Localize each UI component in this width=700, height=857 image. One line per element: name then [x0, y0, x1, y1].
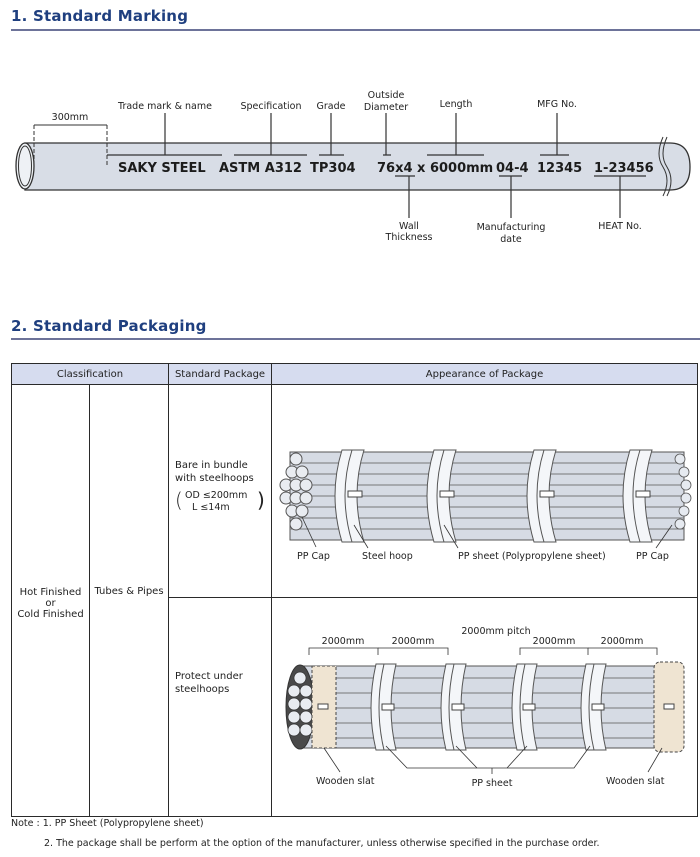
packaging-table: Classification Standard Package Appearan… — [10, 363, 698, 817]
header-appearance: Appearance of Package — [271, 363, 698, 385]
header-classification: Classification — [10, 363, 170, 385]
wooden-slat-right — [653, 661, 685, 753]
callout-wooden-slat-left: Wooden slat — [316, 776, 375, 787]
spacing-label: 2000mm — [601, 636, 644, 647]
spacing-label: 2000mm — [322, 636, 365, 647]
steel-hoops — [334, 449, 653, 543]
table-row: Protect under steelhoops 2000mm pitch 20… — [12, 597, 698, 817]
label-length: Length — [440, 99, 473, 110]
marking-date: 04-4 — [496, 161, 529, 176]
label-outside-diameter-1: Outside — [368, 90, 405, 101]
cell-appearance-protect: 2000mm pitch 2000mm 2000mm 2000mm 2000mm — [271, 597, 698, 817]
label-wall-2: Thickness — [385, 232, 433, 243]
steel-hoops — [370, 663, 607, 751]
section-title-standard-packaging: 2. Standard Packaging — [11, 317, 207, 335]
marking-mfg-no: 12345 — [537, 161, 582, 176]
callout-pp-cap-left: PP Cap — [297, 551, 330, 562]
tube-bundle — [297, 665, 675, 749]
note-line-2: 2. The package shall be perform at the o… — [44, 838, 600, 849]
label-mfg-no: MFG No. — [537, 99, 577, 110]
label-trademark: Trade mark & name — [117, 101, 212, 112]
callout-pp-sheet: PP sheet (Polypropylene sheet) — [458, 551, 606, 562]
cell-package-protect: Protect under steelhoops — [168, 597, 273, 817]
cell-appearance-bare-bundle: PP Cap Steel hoop PP sheet (Polypropylen… — [271, 384, 698, 598]
marking-trademark: SAKY STEEL — [118, 161, 206, 176]
callout-pp-sheet: PP sheet — [472, 778, 513, 789]
note-line-1: Note : 1. PP Sheet (Polypropylene sheet) — [11, 818, 204, 829]
pipe-end — [15, 142, 35, 190]
break-mark — [658, 136, 668, 197]
section-divider — [11, 29, 700, 31]
marking-diagram: 300mm Trade mark & name Specification Gr… — [15, 90, 691, 245]
pitch-label: 2000mm pitch — [461, 626, 530, 637]
callout-wooden-slat-right: Wooden slat — [606, 776, 665, 787]
label-outside-diameter-2: Diameter — [364, 102, 408, 113]
callout-steel-hoop: Steel hoop — [362, 551, 413, 562]
bundle-illustration: PP Cap Steel hoop PP sheet (Polypropylen… — [279, 449, 692, 562]
section-title-standard-marking: 1. Standard Marking — [11, 7, 189, 25]
label-heat-no: HEAT No. — [598, 221, 642, 232]
cell-classification-type: Tubes & Pipes — [88, 384, 170, 817]
spacing-label: 2000mm — [392, 636, 435, 647]
cell-package-bare-bundle: Bare in bundle with steelhoops ( OD ≤200… — [168, 384, 273, 598]
wooden-slat-left — [285, 664, 337, 750]
label-mfg-date-2: date — [500, 234, 522, 245]
pp-cap-end — [279, 452, 313, 531]
label-grade: Grade — [317, 101, 346, 112]
marking-heat-no: 1-23456 — [594, 161, 654, 176]
protected-bundle-illustration: 2000mm pitch 2000mm 2000mm 2000mm 2000mm — [285, 626, 685, 789]
marking-size: 76x4 x 6000mm — [377, 161, 493, 176]
dimension-300mm: 300mm — [52, 112, 89, 123]
label-specification: Specification — [241, 101, 302, 112]
od-length-condition: ( OD ≤200mm L ≤14m ) — [175, 488, 265, 513]
label-mfg-date-1: Manufacturing — [477, 222, 546, 233]
table-row: Hot Finished or Cold Finished Tubes & Pi… — [11, 384, 698, 817]
header-standard-package: Standard Package — [168, 363, 273, 385]
section-divider — [11, 338, 700, 340]
label-wall-1: Wall — [399, 221, 419, 232]
marking-specification: ASTM A312 — [219, 161, 302, 176]
table-header-row: Classification Standard Package Appearan… — [10, 363, 698, 385]
cell-classification-finish: Hot Finished or Cold Finished — [11, 384, 90, 817]
marking-grade: TP304 — [310, 161, 356, 176]
callout-pp-cap-right: PP Cap — [636, 551, 669, 562]
spacing-label: 2000mm — [533, 636, 576, 647]
